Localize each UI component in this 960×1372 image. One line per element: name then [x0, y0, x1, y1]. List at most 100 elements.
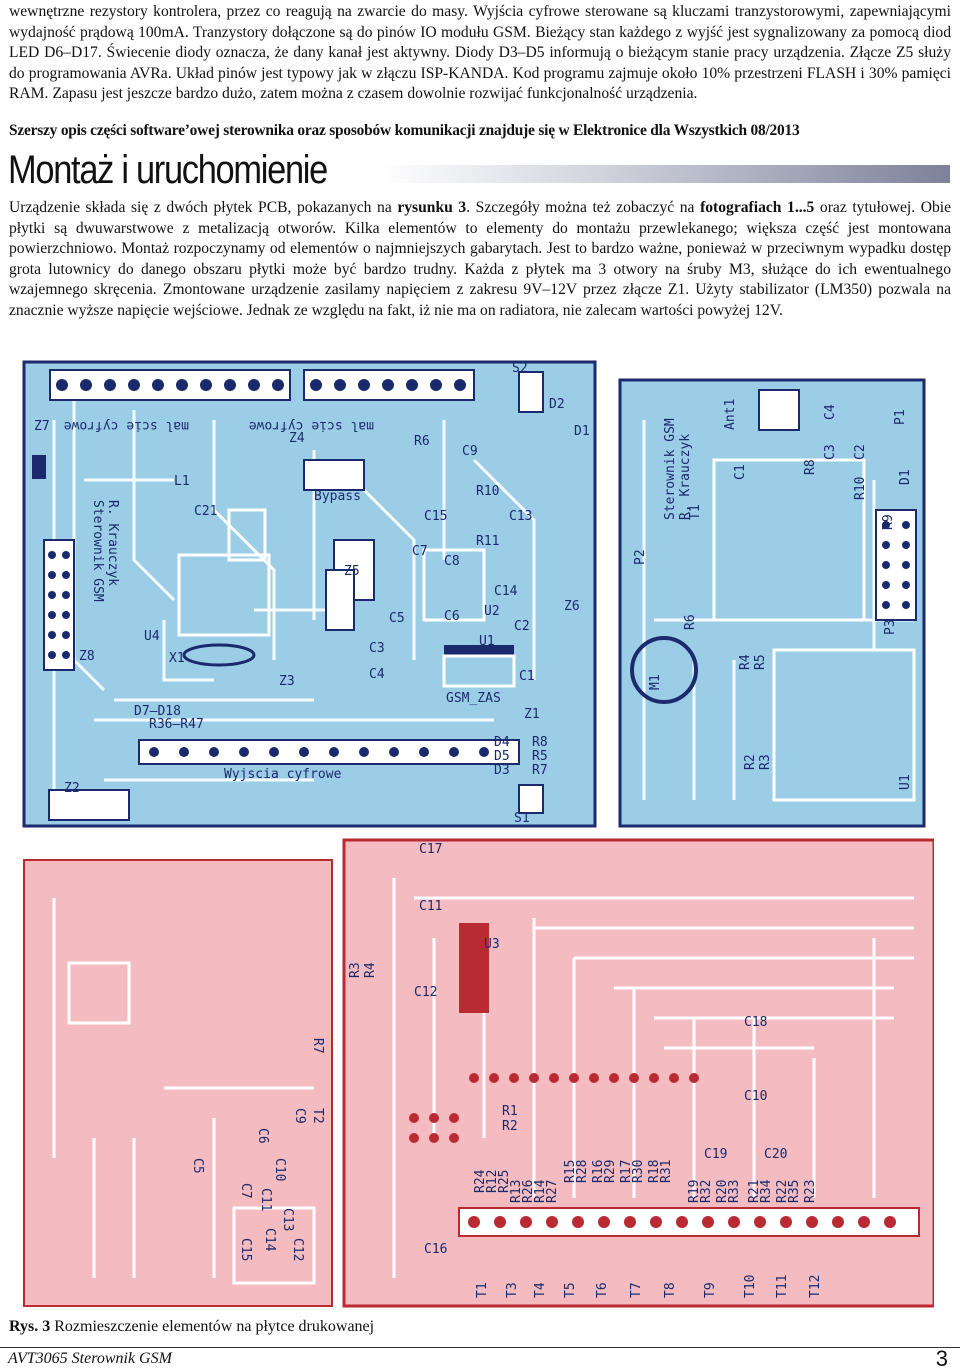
svg-text:R11: R11 — [476, 534, 499, 549]
svg-text:C5: C5 — [389, 611, 405, 626]
svg-text:T1: T1 — [475, 1282, 490, 1298]
svg-text:R12: R12 — [485, 1170, 500, 1193]
svg-text:X1: X1 — [169, 651, 185, 666]
svg-text:Z1: Z1 — [524, 707, 540, 722]
svg-text:Z4: Z4 — [289, 431, 305, 446]
svg-text:R. Krauczyk: R. Krauczyk — [678, 434, 693, 520]
svg-text:D5: D5 — [494, 749, 510, 764]
svg-text:R15: R15 — [563, 1160, 578, 1183]
svg-text:R25: R25 — [497, 1170, 512, 1193]
svg-text:C2: C2 — [853, 444, 868, 460]
svg-text:Z3: Z3 — [279, 674, 295, 689]
svg-text:R20: R20 — [715, 1180, 730, 1203]
svg-text:R10: R10 — [853, 477, 868, 500]
svg-text:Sterownik GSM: Sterownik GSM — [90, 500, 105, 602]
svg-text:R22: R22 — [775, 1180, 790, 1203]
svg-text:C1: C1 — [733, 464, 748, 480]
svg-text:R19: R19 — [687, 1180, 702, 1203]
bold-note: Szerszy opis części software’owej sterow… — [9, 122, 800, 139]
body-text-1: Urządzenie składa się z dwóch płytek PCB… — [9, 199, 398, 216]
svg-text:R13: R13 — [509, 1180, 524, 1203]
body-paragraph: Urządzenie składa się z dwóch płytek PCB… — [9, 198, 951, 322]
svg-text:C21: C21 — [194, 504, 217, 519]
svg-text:T3: T3 — [505, 1282, 520, 1298]
svg-text:C14: C14 — [262, 1228, 277, 1252]
svg-text:R14: R14 — [533, 1179, 548, 1203]
svg-text:R4: R4 — [363, 962, 378, 978]
svg-text:D7–D18: D7–D18 — [134, 704, 181, 719]
svg-text:C8: C8 — [444, 554, 460, 569]
svg-text:Sterownik GSM: Sterownik GSM — [663, 418, 678, 520]
svg-text:R5: R5 — [532, 749, 548, 764]
svg-text:U1: U1 — [479, 634, 495, 649]
svg-text:R24: R24 — [473, 1169, 488, 1193]
svg-text:R30: R30 — [631, 1160, 646, 1183]
svg-text:C13: C13 — [280, 1208, 295, 1231]
svg-text:Wyjscia cyfrowe: Wyjscia cyfrowe — [224, 767, 342, 782]
svg-text:R8: R8 — [803, 459, 818, 475]
svg-text:C12: C12 — [290, 1238, 305, 1261]
figure-caption-text: Rozmieszczenie elementów na płytce druko… — [50, 1318, 375, 1335]
svg-text:mal scie cyfrowe: mal scie cyfrowe — [249, 418, 374, 433]
svg-text:R33: R33 — [727, 1180, 742, 1203]
footer-project-title: AVT3065 Sterownik GSM — [8, 1350, 172, 1367]
svg-text:R18: R18 — [647, 1160, 662, 1183]
svg-text:D3: D3 — [494, 763, 510, 778]
svg-text:T2: T2 — [310, 1108, 325, 1124]
svg-text:T10: T10 — [743, 1275, 758, 1298]
intro-paragraph: wewnętrzne rezystory kontrolera, przez c… — [9, 3, 951, 103]
svg-text:R36–R47: R36–R47 — [149, 717, 204, 732]
svg-text:R8: R8 — [532, 735, 548, 750]
svg-text:Z8: Z8 — [79, 649, 95, 664]
svg-text:T12: T12 — [808, 1275, 823, 1298]
svg-text:C7: C7 — [238, 1183, 253, 1199]
svg-text:C17: C17 — [419, 842, 442, 857]
svg-text:C12: C12 — [414, 985, 437, 1000]
svg-text:U3: U3 — [484, 937, 500, 952]
svg-text:C3: C3 — [823, 444, 838, 460]
svg-text:R2: R2 — [743, 754, 758, 770]
svg-text:L1: L1 — [174, 474, 190, 489]
svg-text:T9: T9 — [703, 1282, 718, 1298]
svg-text:U2: U2 — [484, 604, 500, 619]
svg-text:M1: M1 — [648, 674, 663, 690]
svg-text:R23: R23 — [803, 1180, 818, 1203]
svg-text:U1: U1 — [898, 774, 913, 790]
svg-text:R16: R16 — [591, 1160, 606, 1183]
body-text-3: oraz tytułowej. Obie płytki są dwuwarstw… — [9, 199, 952, 319]
body-text-2: . Szczegóły można też zobaczyć na — [466, 199, 701, 216]
section-title: Montaż i uruchomienie — [8, 148, 328, 192]
svg-text:R27: R27 — [545, 1180, 560, 1203]
svg-text:C14: C14 — [494, 584, 518, 599]
svg-text:Ant1: Ant1 — [723, 399, 738, 430]
svg-text:T8: T8 — [663, 1282, 678, 1298]
svg-text:R21: R21 — [747, 1180, 762, 1203]
svg-text:R3: R3 — [348, 962, 363, 978]
svg-text:D1: D1 — [898, 469, 913, 485]
heading-gradient-bar — [380, 165, 950, 183]
svg-text:C9: C9 — [292, 1108, 307, 1124]
photo-reference: fotografiach 1...5 — [700, 199, 815, 216]
svg-text:mal scie cyfrowe: mal scie cyfrowe — [64, 418, 189, 433]
svg-text:C3: C3 — [369, 641, 385, 656]
svg-text:R3: R3 — [758, 754, 773, 770]
svg-text:R35: R35 — [787, 1180, 802, 1203]
section-heading: Montaż i uruchomienie — [8, 147, 950, 193]
svg-text:GSM_ZAS: GSM_ZAS — [446, 691, 501, 706]
svg-text:Bypass: Bypass — [314, 489, 361, 504]
svg-text:S2: S2 — [512, 361, 528, 376]
svg-text:C13: C13 — [509, 509, 532, 524]
footer-rule — [0, 1347, 960, 1348]
svg-text:C9: C9 — [462, 444, 478, 459]
svg-text:C6: C6 — [444, 609, 460, 624]
svg-text:P1: P1 — [893, 409, 908, 425]
svg-text:T4: T4 — [533, 1282, 548, 1298]
svg-text:C19: C19 — [704, 1147, 727, 1162]
svg-text:C2: C2 — [514, 619, 530, 634]
page-number: 3 — [935, 1346, 948, 1371]
svg-text:R31: R31 — [659, 1160, 674, 1183]
svg-text:C1: C1 — [519, 669, 535, 684]
svg-text:R7: R7 — [532, 763, 548, 778]
svg-text:C4: C4 — [823, 404, 838, 420]
